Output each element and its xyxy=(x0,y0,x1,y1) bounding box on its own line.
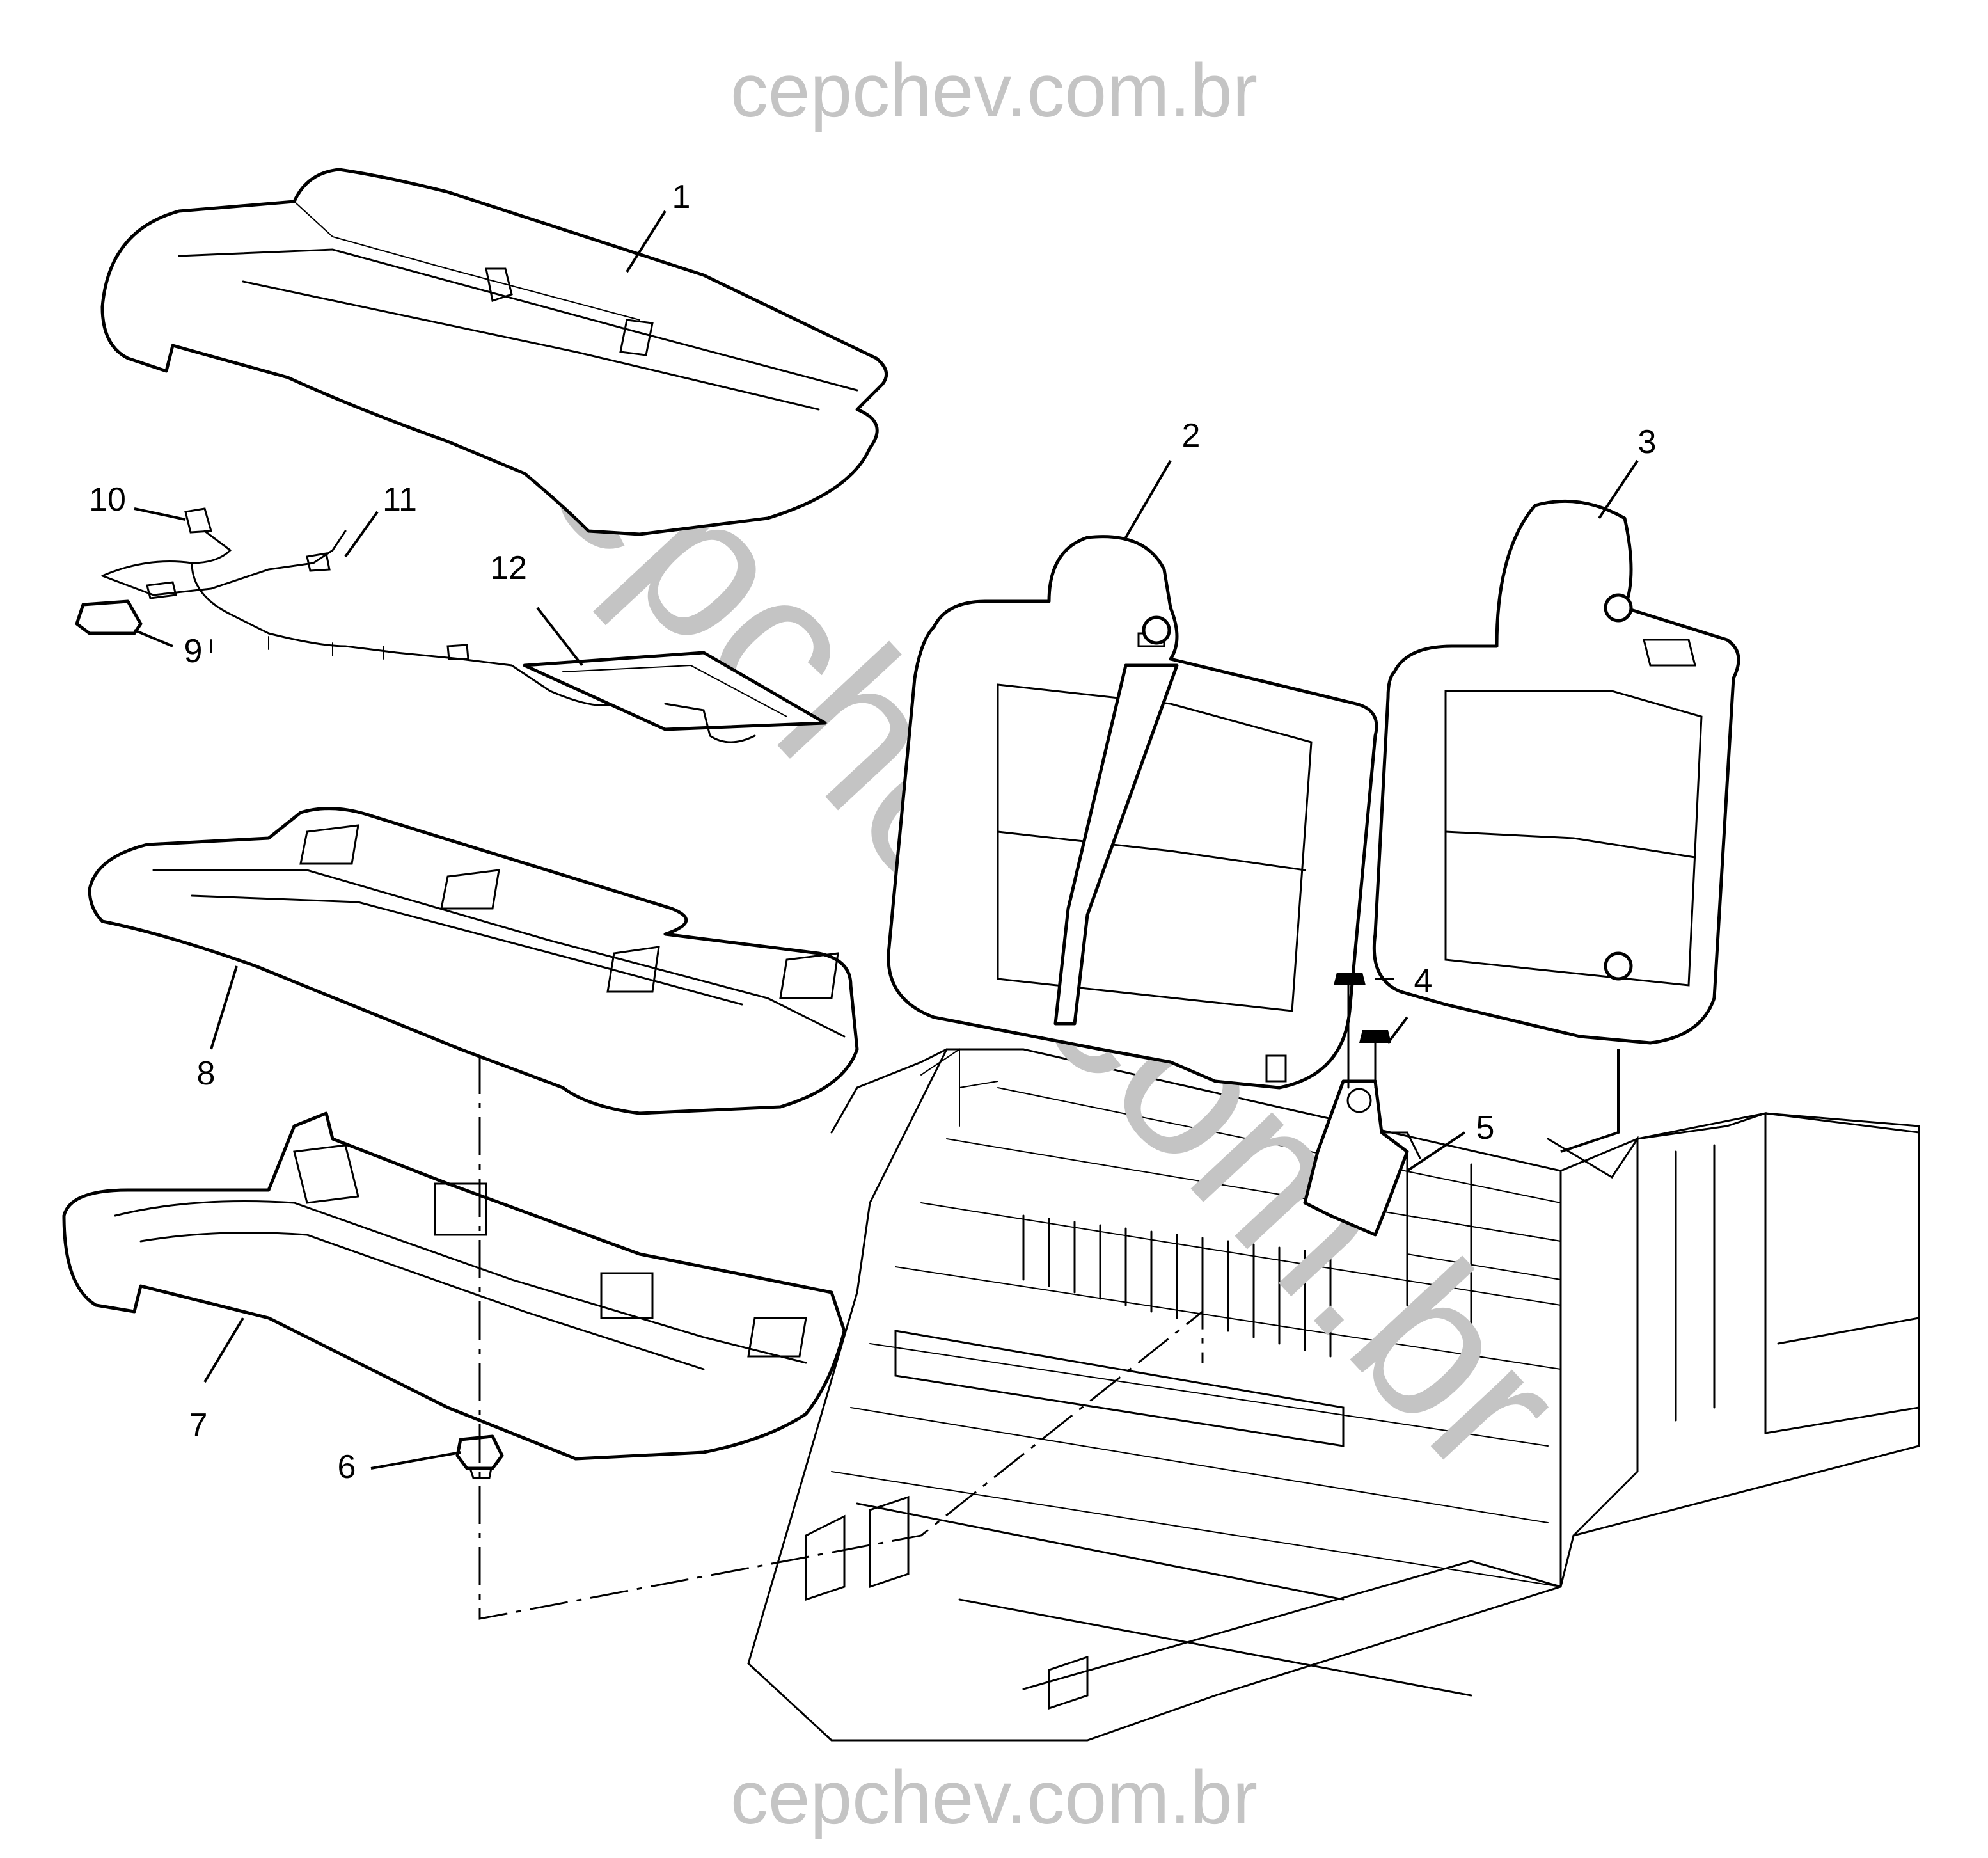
leader-7 xyxy=(203,1317,244,1383)
leader-1 xyxy=(626,210,667,273)
vehicle-floor-structure xyxy=(747,1048,1920,1742)
bolt-upper xyxy=(1334,973,1366,1089)
leader-12 xyxy=(536,607,583,667)
leader-2 xyxy=(1124,459,1172,539)
callout-3: 3 xyxy=(1638,424,1657,461)
callout-7: 7 xyxy=(189,1407,208,1444)
callout-9: 9 xyxy=(184,633,203,670)
leader-11 xyxy=(344,511,379,558)
bolt-lower xyxy=(1359,1030,1391,1089)
callout-5: 5 xyxy=(1476,1109,1495,1147)
watermark-bottom: cepchev.com.br xyxy=(730,1756,1258,1840)
watermark-top: cepchev.com.br xyxy=(730,49,1258,133)
leader-10 xyxy=(134,507,186,521)
leader-6 xyxy=(370,1451,461,1470)
callout-10: 10 xyxy=(89,481,126,518)
installation-leaders xyxy=(478,1049,1620,1620)
callout-labels: 1 2 3 4 5 6 7 8 9 10 11 12 xyxy=(89,179,1656,1486)
callout-6: 6 xyxy=(338,1449,356,1486)
callout-2: 2 xyxy=(1182,417,1201,454)
seat-cushion-pad xyxy=(88,807,859,1115)
callout-8: 8 xyxy=(197,1055,216,1092)
seat-cushion-frame xyxy=(62,1111,846,1461)
leader-9 xyxy=(134,629,173,647)
leader-8 xyxy=(210,965,238,1050)
callout-leaders xyxy=(134,210,1639,1470)
leader-5 xyxy=(1406,1131,1466,1172)
leader-4 xyxy=(1375,978,1408,1044)
seat-cushion-cover xyxy=(100,168,888,536)
leader-3 xyxy=(1598,459,1639,520)
seat-heater-harness xyxy=(75,507,827,743)
callout-1: 1 xyxy=(672,179,691,216)
seatback-right xyxy=(1372,499,1740,1045)
callout-12: 12 xyxy=(490,550,527,587)
callout-4: 4 xyxy=(1414,962,1433,999)
callout-11: 11 xyxy=(383,481,417,518)
seatback-left xyxy=(887,535,1378,1090)
seatback-bracket xyxy=(1303,1079,1421,1237)
